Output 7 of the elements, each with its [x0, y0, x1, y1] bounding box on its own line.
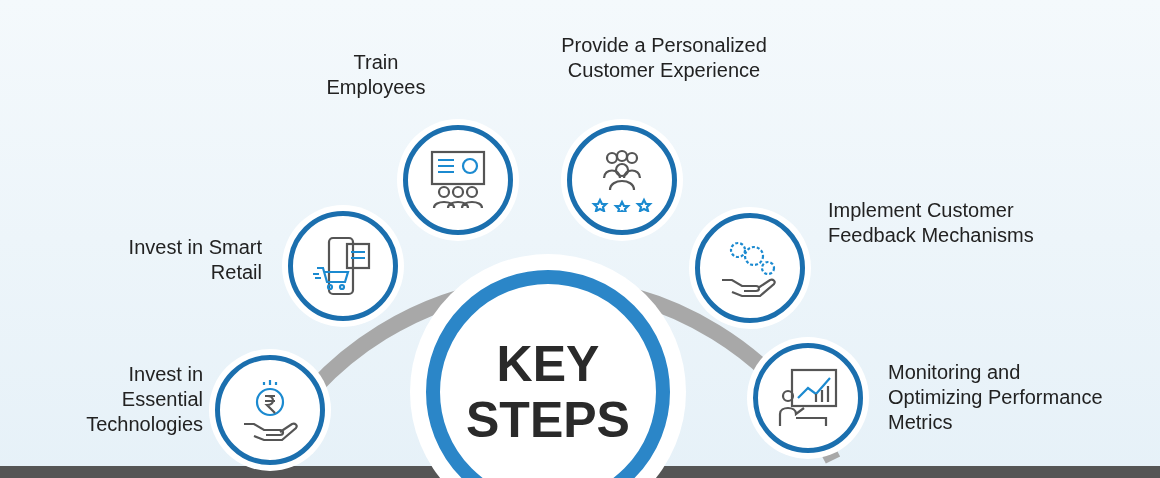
step-label: Monitoring and Optimizing Performance Metrics	[888, 360, 1104, 435]
step-label: Invest in Essential Technologies	[85, 362, 203, 437]
step-label: Implement Customer Feedback Mechanisms	[828, 198, 1035, 248]
heading-text: KEY STEPS	[465, 336, 631, 448]
step-label: Invest in Smart Retail	[127, 235, 262, 285]
step-label: Train Employees	[325, 50, 427, 100]
step-label: Provide a Personalized Customer Experience	[560, 33, 768, 83]
